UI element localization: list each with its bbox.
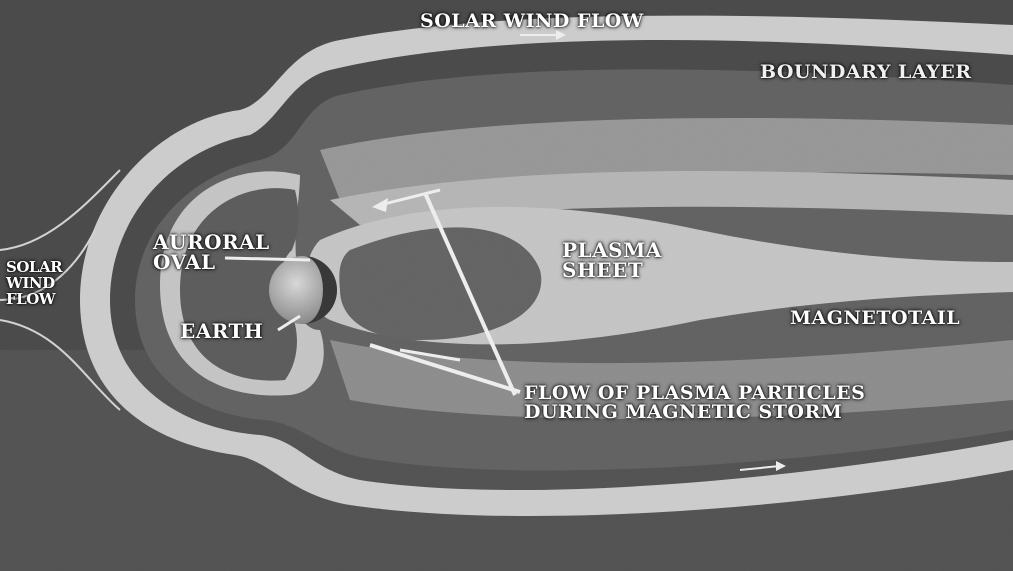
label-auroral-oval: AURORAL OVAL	[153, 232, 270, 272]
label-plasma-sheet: PLASMA SHEET	[562, 240, 662, 280]
label-flow-of-plasma-particles: FLOW OF PLASMA PARTICLES DURING MAGNETIC…	[524, 384, 865, 422]
label-plasma-sheet-line1: PLASMA	[562, 240, 662, 260]
label-magnetotail: MAGNETOTAIL	[790, 309, 960, 328]
label-solar-wind-flow-top: SOLAR WIND FLOW	[420, 12, 644, 31]
label-flow-line2: DURING MAGNETIC STORM	[524, 403, 865, 422]
label-plasma-sheet-line2: SHEET	[562, 260, 662, 280]
label-solar-wind-flow-left: SOLAR WIND FLOW	[6, 260, 62, 307]
label-auroral-oval-line1: AURORAL	[153, 232, 270, 252]
label-solar-wind-left-line3: FLOW	[6, 292, 62, 308]
label-boundary-layer: BOUNDARY LAYER	[760, 63, 972, 82]
label-earth: EARTH	[180, 321, 263, 341]
label-auroral-oval-line2: OVAL	[153, 252, 270, 272]
